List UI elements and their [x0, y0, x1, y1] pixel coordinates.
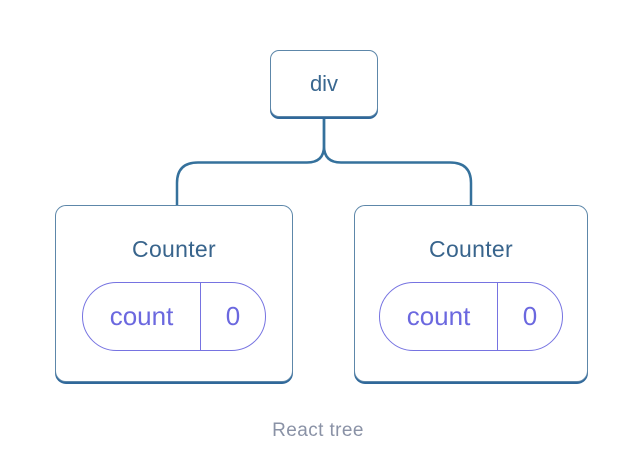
- counter-node-title: Counter: [132, 236, 216, 262]
- counter-node-right: Counter count 0: [354, 205, 588, 382]
- state-pill: count 0: [379, 282, 563, 351]
- connector-root-to-left-counter: [175, 117, 326, 205]
- diagram-caption: React tree: [272, 420, 364, 441]
- counter-node-title: Counter: [429, 236, 513, 262]
- counter-node-left: Counter count 0: [55, 205, 293, 382]
- state-value: 0: [497, 283, 562, 350]
- state-pill: count 0: [82, 282, 266, 351]
- root-node-label: div: [309, 70, 339, 96]
- state-key-label: count: [406, 301, 471, 331]
- state-value: 0: [200, 283, 265, 350]
- connector-root-to-right-counter: [322, 117, 473, 205]
- state-key-label: count: [109, 301, 174, 331]
- root-node-div: div: [270, 50, 378, 117]
